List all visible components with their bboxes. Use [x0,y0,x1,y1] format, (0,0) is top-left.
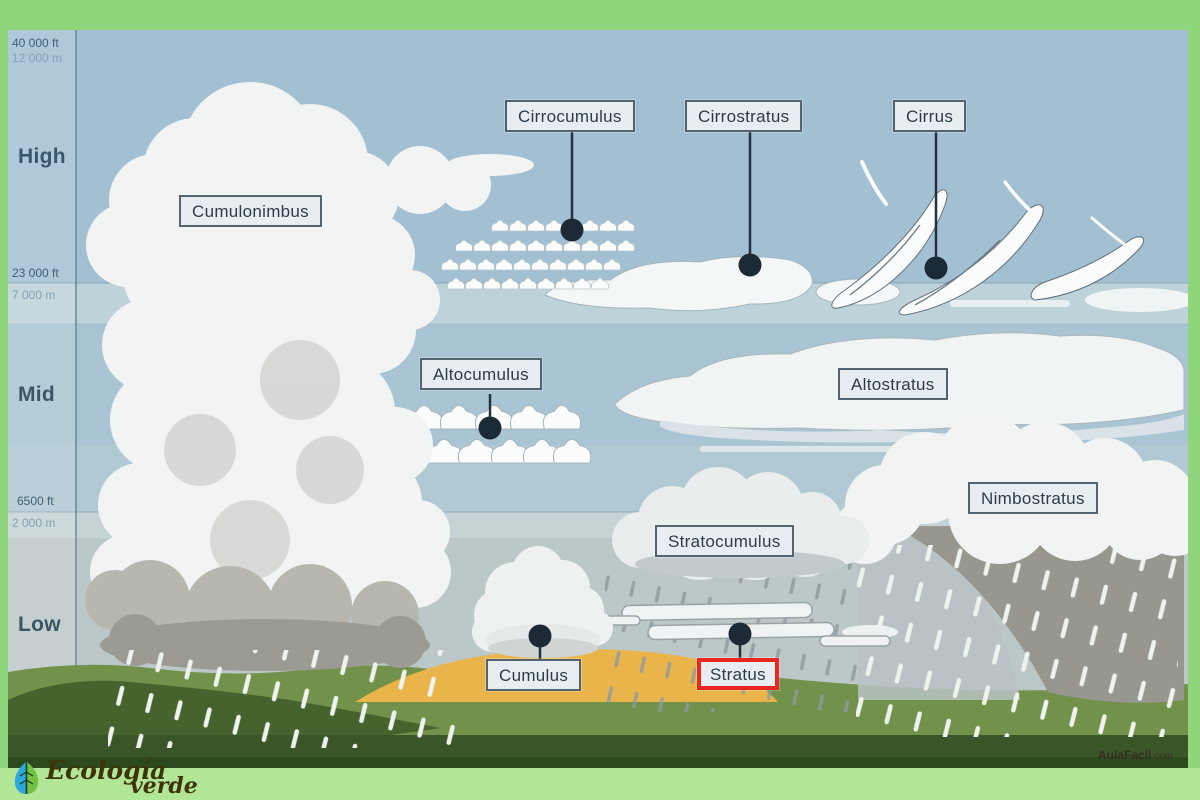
zone-mid: Mid [18,383,56,406]
nimbostratus-cloud [833,414,1188,737]
label-altostratus[interactable]: Altostratus [838,368,948,400]
cumulus-cloud [472,546,613,658]
label-cirrocumulus[interactable]: Cirrocumulus [505,100,635,132]
altitude-40000ft: 40 000 ft [12,36,59,50]
altitude-7000m: 7 000 m [12,288,56,302]
nimbostratus-rain [856,545,1178,737]
label-connectors [488,131,938,659]
label-stratus-highlighted[interactable]: Stratus [697,658,779,690]
cumulonimbus-rain [108,650,456,748]
altitude-12000m: 12 000 m [12,51,63,65]
label-cirrus[interactable]: Cirrus [893,100,967,132]
label-stratocumulus[interactable]: Stratocumulus [655,525,794,557]
altitude-6500ft: 6500 ft [17,494,54,508]
altitude-2000m: 2 000 m [12,516,56,530]
label-cirrostratus[interactable]: Cirrostratus [685,100,803,132]
label-connector-dots [478,218,948,648]
ecologiaverde-logo: Ecología verde [12,758,216,798]
logo-word-ecologia: Ecología [46,756,167,785]
zone-low: Low [18,613,61,636]
label-nimbostratus[interactable]: Nimbostratus [968,482,1098,514]
label-altocumulus[interactable]: Altocumulus [420,358,542,390]
leaf-icon [14,762,39,794]
label-cumulonimbus[interactable]: Cumulonimbus [179,195,322,227]
aulafacil-credit: AulaFacil.com [1098,748,1174,762]
cloud-diagram-canvas [8,30,1188,768]
zone-high: High [18,145,66,168]
logo-word-verde: verde [130,773,198,799]
altitude-23000ft: 23 000 ft [12,266,59,280]
altitude-scale-column [8,30,77,768]
label-cumulus[interactable]: Cumulus [486,659,582,691]
frame-bottom-strip [0,768,1200,800]
